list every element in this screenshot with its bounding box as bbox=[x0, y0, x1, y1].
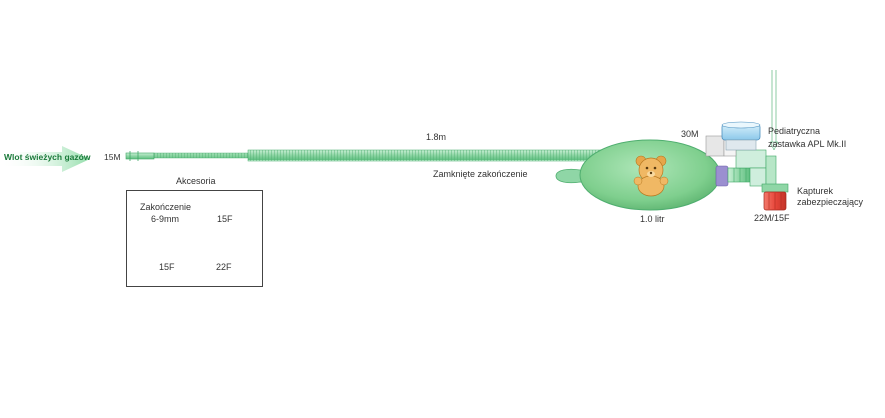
fresh-gas-inlet-arrow-icon bbox=[0, 146, 90, 172]
accessory1-title-line2: 6-9mm bbox=[151, 214, 180, 224]
apl-valve-label-line1: Pediatryczna bbox=[768, 126, 821, 136]
port-22m15f-label: 22M/15F bbox=[754, 213, 790, 223]
bag-connector bbox=[727, 167, 751, 183]
accessories-title: Akcesoria bbox=[176, 176, 216, 186]
accessories-box bbox=[126, 190, 263, 287]
accessory1-label: 15F bbox=[159, 262, 175, 272]
accessory2-label: 22F bbox=[216, 262, 232, 272]
port-15m-label: 15M bbox=[104, 152, 121, 162]
fresh-gas-inlet-label: Wlot świeżych gazów bbox=[4, 152, 91, 162]
safety-cap bbox=[761, 183, 789, 211]
bear-icon bbox=[633, 155, 669, 197]
apl-valve-label-line2: zastawka APL Mk.II bbox=[768, 139, 847, 149]
safety-cap-label-line2: zabezpieczający bbox=[797, 197, 864, 207]
safety-cap-label-line1: Kapturek bbox=[797, 186, 834, 196]
apl-valve bbox=[721, 121, 761, 151]
port-30m-label: 30M bbox=[681, 129, 699, 139]
accessory2-title: 15F bbox=[217, 214, 233, 224]
closed-end-label: Zamknięte zakończenie bbox=[433, 169, 528, 179]
bag-volume-label: 1.0 litr bbox=[640, 214, 665, 224]
accessory1-title-line1: Zakończenie bbox=[140, 202, 192, 212]
inlet-tube bbox=[125, 151, 155, 161]
small-gas-hose bbox=[153, 152, 251, 159]
corrugated-tube bbox=[247, 149, 604, 162]
tube-length-label: 1.8m bbox=[426, 132, 447, 142]
